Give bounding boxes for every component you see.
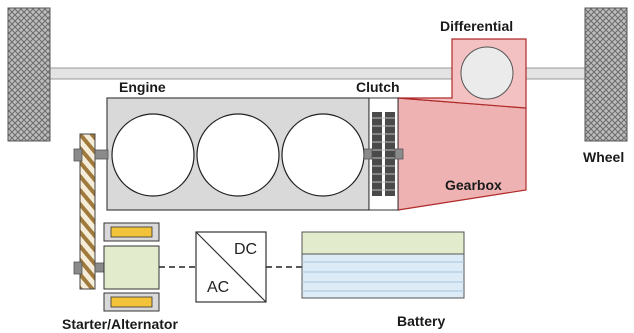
differential-gear [460, 46, 514, 100]
clutch-plate-right [385, 112, 395, 196]
converter-dc-label: DC [234, 241, 257, 258]
engine-clutch-shaft [363, 148, 373, 160]
differential-label: Differential [440, 18, 513, 34]
crank-pulley [73, 148, 83, 162]
clutch-label: Clutch [356, 79, 400, 95]
clutch-gearbox-shaft [394, 148, 404, 160]
cylinder-2 [196, 113, 280, 197]
starter-alternator-label: Starter/Alternator [62, 316, 178, 332]
engine-label: Engine [119, 79, 166, 95]
belt-drive [79, 133, 96, 290]
starter-magnet-top-inner [110, 226, 153, 238]
right-wheel [584, 7, 628, 142]
left-wheel [7, 7, 51, 142]
battery-label: Battery [397, 313, 445, 329]
cylinder-1 [111, 113, 195, 197]
cylinder-3 [281, 113, 365, 197]
starter-magnet-bottom-inner [110, 296, 153, 308]
battery-top-cell [301, 231, 465, 255]
crank-shaft [94, 149, 109, 160]
clutch-plate-left [372, 112, 382, 196]
converter-ac-label: AC [207, 279, 229, 296]
wheel-label: Wheel [583, 149, 624, 165]
starter-pulley [73, 261, 83, 275]
gearbox-label: Gearbox [445, 177, 502, 193]
clutch-ribs [372, 117, 395, 191]
converter-diagonal [195, 231, 267, 303]
starter-alternator-body [103, 245, 160, 290]
gearbox [397, 97, 527, 211]
